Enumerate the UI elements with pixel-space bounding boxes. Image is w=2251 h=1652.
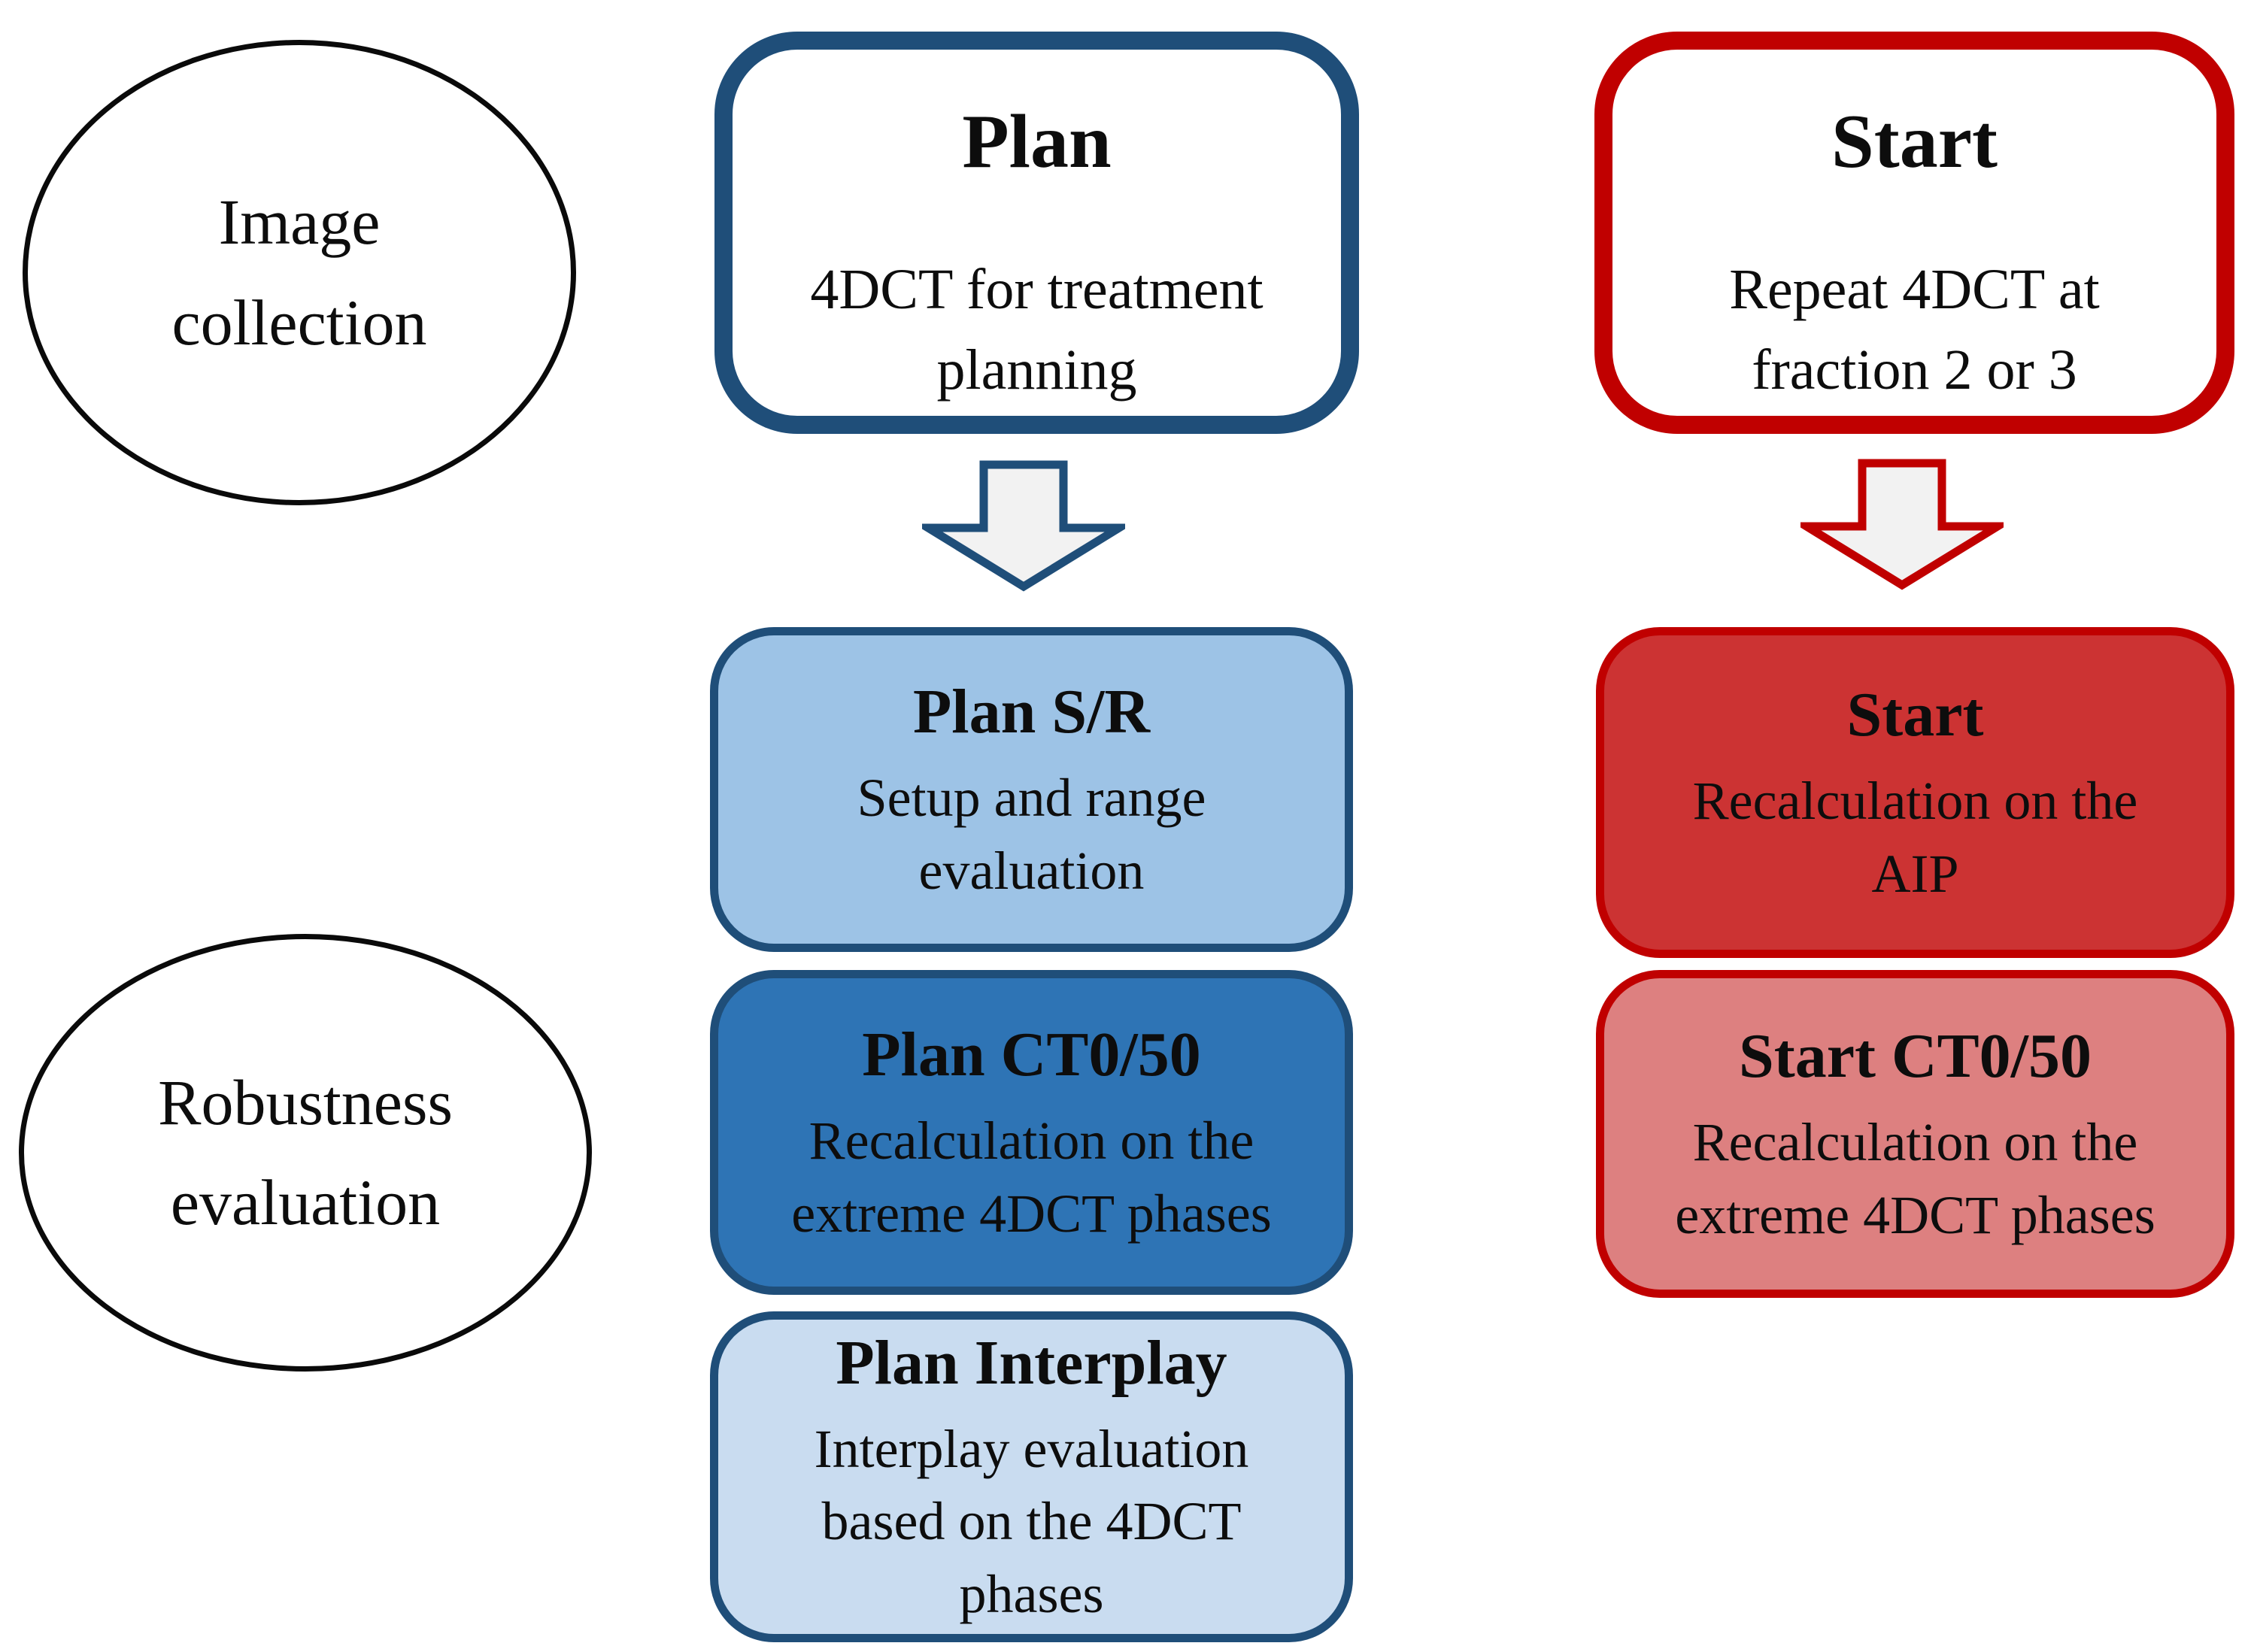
start-down-arrow-icon <box>1800 459 2004 590</box>
stage-ellipse-robustness-evaluation: Robustness evaluation <box>19 934 592 1372</box>
stage-label-line: evaluation <box>170 1166 441 1238</box>
plan-top-box: Plan 4DCT for treatment planning <box>714 32 1359 434</box>
plan-interplay-box-body: Interplay evaluation based on the 4DCT p… <box>814 1418 1249 1624</box>
start-ct050-box: Start CT0/50 Recalculation on the extrem… <box>1596 970 2234 1298</box>
stage-label-robustness-evaluation: Robustness evaluation <box>158 1053 453 1253</box>
stage-label-line: collection <box>171 286 427 359</box>
plan-sr-box-body: Setup and range evaluation <box>857 768 1206 901</box>
start-top-box: Start Repeat 4DCT at fraction 2 or 3 <box>1594 32 2234 434</box>
stage-label-line: Image <box>218 186 381 259</box>
start-aip-box-body: Recalculation on the AIP <box>1692 771 2138 904</box>
plan-sr-box: Plan S/R Setup and range evaluation <box>710 627 1353 952</box>
plan-interplay-box-title: Plan Interplay <box>836 1327 1227 1398</box>
plan-interplay-box: Plan Interplay Interplay evaluation base… <box>710 1311 1353 1642</box>
plan-sr-box-title: Plan S/R <box>912 677 1151 747</box>
start-ct050-box-body: Recalculation on the extreme 4DCT phases <box>1675 1112 2155 1245</box>
start-aip-box-title: Start <box>1846 680 1984 750</box>
start-top-box-body: Repeat 4DCT at fraction 2 or 3 <box>1729 258 2100 402</box>
plan-top-box-body: 4DCT for treatment planning <box>810 258 1264 402</box>
stage-ellipse-image-collection: Image collection <box>23 40 576 505</box>
start-aip-box: Start Recalculation on the AIP <box>1596 627 2234 958</box>
plan-ct050-box: Plan CT0/50 Recalculation on the extreme… <box>710 970 1353 1295</box>
stage-label-line: Robustness <box>158 1065 453 1138</box>
plan-down-arrow-icon <box>922 460 1125 592</box>
start-top-box-title: Start <box>1831 99 1998 184</box>
start-ct050-box-title: Start CT0/50 <box>1739 1021 2092 1092</box>
plan-ct050-box-title: Plan CT0/50 <box>862 1020 1201 1090</box>
plan-top-box-title: Plan <box>962 99 1112 184</box>
stage-label-image-collection: Image collection <box>171 172 426 373</box>
plan-ct050-box-body: Recalculation on the extreme 4DCT phases <box>791 1111 1272 1244</box>
